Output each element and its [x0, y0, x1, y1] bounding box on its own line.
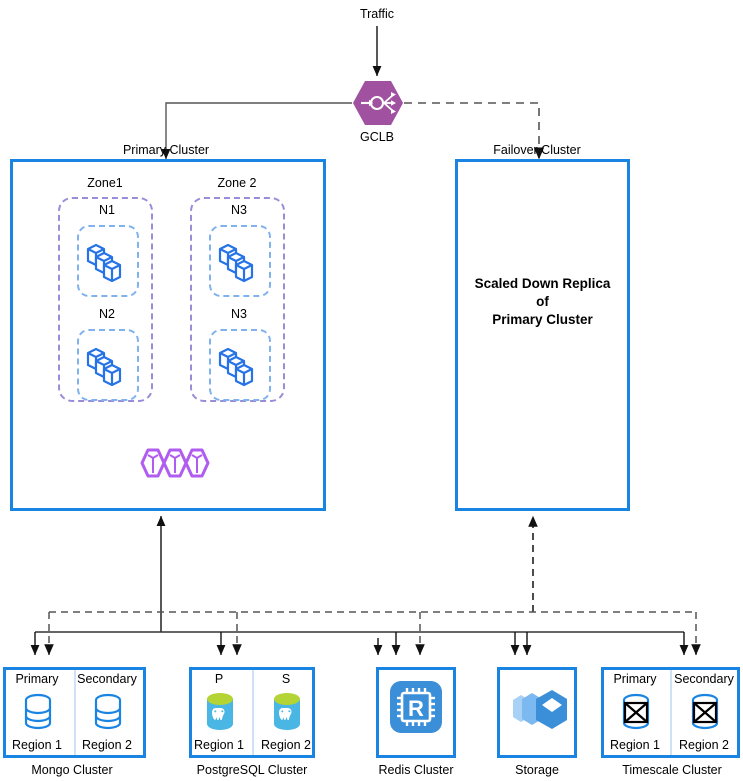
svg-text:R: R	[408, 696, 424, 721]
failover-body-line-3: Primary Cluster	[492, 312, 593, 328]
timescale-region-divider	[670, 670, 672, 755]
redis-node[interactable]: R	[388, 679, 444, 740]
timescale-primary-db[interactable]	[621, 692, 651, 737]
mongo-primary-db[interactable]	[23, 692, 53, 737]
failover-cluster-label: Failover Cluster	[493, 143, 581, 157]
postgresql-primary-region-label: Region 1	[193, 738, 245, 752]
postgresql-secondary-db[interactable]	[272, 692, 302, 737]
mongo-secondary-region-label: Region 2	[81, 738, 133, 752]
postgresql-cluster-label: PostgreSQL Cluster	[196, 763, 308, 777]
failover-cluster-box[interactable]: Scaled Down Replica of Primary Cluster	[455, 159, 630, 511]
timescale-db-icon	[622, 693, 650, 730]
load-balancer-icon	[353, 81, 403, 125]
node-n1-label: N1	[96, 203, 118, 217]
timescale-secondary-role-label: Secondary	[674, 672, 734, 686]
pods-group-icon	[140, 448, 210, 478]
node-n3b[interactable]	[209, 329, 271, 401]
redis-icon: R	[390, 681, 442, 733]
mongo-region-divider	[74, 670, 76, 755]
mongo-cluster-label: Mongo Cluster	[31, 763, 113, 777]
timescale-primary-region-label: Region 1	[609, 738, 661, 752]
timescale-db-icon	[691, 693, 719, 730]
zone-2[interactable]: N3 N3	[190, 197, 285, 402]
timescale-primary-role-label: Primary	[613, 672, 657, 686]
wire-solid-bus	[30, 631, 689, 656]
failover-body-line-2: of	[536, 294, 549, 310]
postgresql-db-icon	[207, 693, 233, 730]
kubernetes-nodes-icon	[86, 347, 122, 387]
primary-cluster-label: Primary Cluster	[122, 143, 210, 157]
mongo-primary-region-label: Region 1	[11, 738, 63, 752]
zone-2-label: Zone 2	[214, 176, 260, 190]
mongo-db-icon	[94, 693, 122, 730]
primary-cluster-box[interactable]: Zone1 N1 N2	[10, 159, 326, 511]
storage-node[interactable]	[510, 686, 568, 743]
node-n2-label: N2	[96, 307, 118, 321]
postgresql-primary-role-label: P	[214, 672, 224, 686]
postgresql-primary-db[interactable]	[205, 692, 235, 737]
failover-body-line-1: Scaled Down Replica	[474, 276, 611, 291]
zone-1-label: Zone1	[84, 176, 126, 190]
kubernetes-nodes-icon	[86, 243, 122, 283]
node-n3a[interactable]	[209, 225, 271, 297]
gclb-node[interactable]	[352, 80, 404, 126]
postgresql-secondary-region-label: Region 2	[260, 738, 312, 752]
postgresql-secondary-role-label: S	[281, 672, 291, 686]
kubernetes-nodes-icon	[218, 347, 254, 387]
kubernetes-nodes-icon	[218, 243, 254, 283]
timescale-cluster-label: Timescale Cluster	[622, 763, 722, 777]
node-n1[interactable]	[77, 225, 139, 297]
mongo-primary-role-label: Primary	[15, 672, 59, 686]
node-n3b-label: N3	[228, 307, 250, 321]
storage-icon	[513, 690, 567, 729]
gclb-label: GCLB	[359, 130, 395, 144]
timescale-secondary-db[interactable]	[690, 692, 720, 737]
storage-label: Storage	[515, 763, 559, 777]
pods-group[interactable]	[139, 447, 211, 486]
mongo-db-icon	[24, 693, 52, 730]
mongo-secondary-db[interactable]	[93, 692, 123, 737]
traffic-label: Traffic	[359, 7, 395, 21]
node-n2[interactable]	[77, 329, 139, 401]
node-n3a-label: N3	[228, 203, 250, 217]
mongo-secondary-role-label: Secondary	[77, 672, 137, 686]
wire-dashed-bus	[44, 611, 701, 656]
redis-cluster-label: Redis Cluster	[378, 763, 454, 777]
timescale-secondary-region-label: Region 2	[678, 738, 730, 752]
postgresql-region-divider	[252, 670, 254, 755]
zone-1[interactable]: N1 N2	[58, 197, 153, 402]
postgresql-db-icon	[274, 693, 300, 730]
